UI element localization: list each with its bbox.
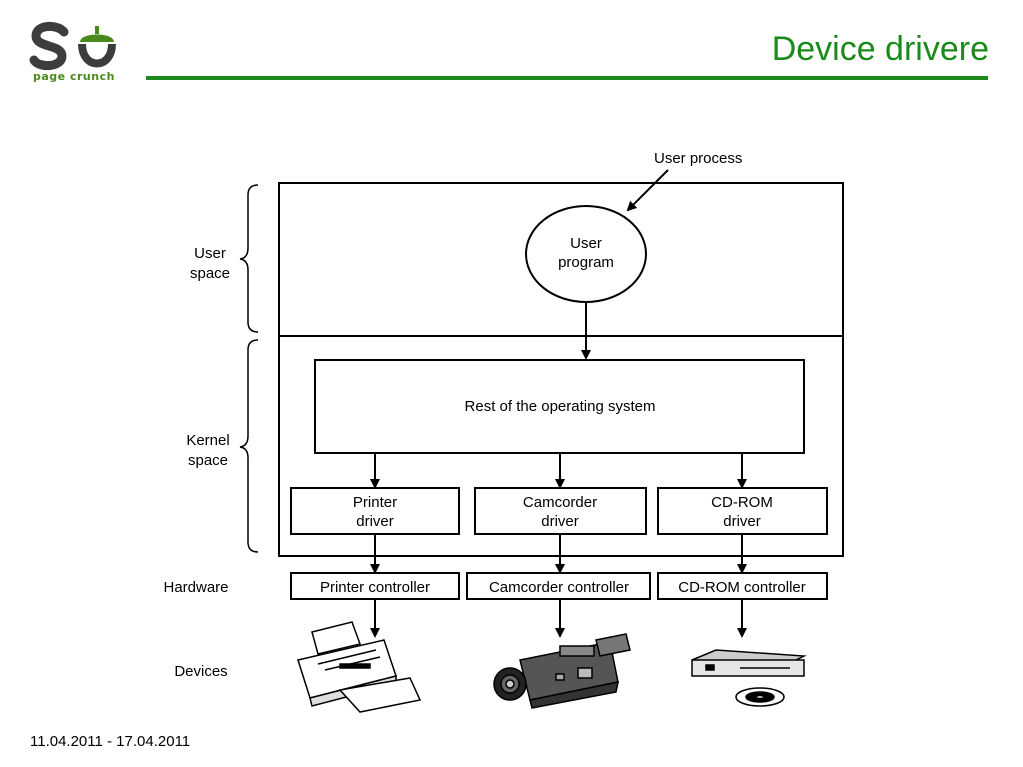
- kernel-space-label-line2: space: [188, 452, 228, 469]
- rest-of-os-box: [314, 359, 805, 454]
- footer-date-range: 11.04.2011 - 17.04.2011: [30, 733, 191, 750]
- user-process-label: User process: [654, 150, 742, 167]
- printer-controller-box: [290, 572, 460, 600]
- kernel-space-brace: [239, 339, 259, 553]
- cdrom-driver-box: [657, 487, 828, 535]
- cdrom-drive-icon: [691, 649, 807, 707]
- cdrom-controller-label: CD-ROM controller: [678, 579, 806, 596]
- rest-of-os-label: Rest of the operating system: [465, 398, 656, 415]
- user-program-line1: User: [570, 235, 602, 252]
- page-title: Device drivere: [771, 30, 989, 68]
- title-divider: [146, 76, 988, 80]
- pagecrunch-logo: [29, 22, 116, 70]
- camcorder-controller-box: [466, 572, 651, 600]
- camcorder-controller-label: Camcorder controller: [489, 579, 629, 596]
- user-process-arrow: [626, 169, 669, 212]
- printer-controller-label: Printer controller: [320, 579, 430, 596]
- camcorder-driver-box: [474, 487, 647, 535]
- user-space-brace: [239, 184, 259, 333]
- camcorder-driver-line1: Camcorder: [523, 494, 597, 511]
- printer-driver-line1: Printer: [353, 494, 397, 511]
- cdrom-driver-line1: CD-ROM: [711, 494, 773, 511]
- kernel-space-label-line1: Kernel: [186, 432, 229, 449]
- printer-driver-line2: driver: [356, 513, 394, 530]
- logo-tagline: page crunch: [33, 70, 115, 83]
- cdrom-controller-box: [657, 572, 828, 600]
- devices-label: Devices: [174, 663, 227, 680]
- camcorder-icon: [493, 633, 631, 709]
- camcorder-driver-line2: driver: [541, 513, 579, 530]
- printer-icon: [297, 621, 422, 713]
- user-program-line2: program: [558, 254, 614, 271]
- user-space-label-line2: space: [190, 265, 230, 282]
- user-space-label-line1: User: [194, 245, 226, 262]
- cdrom-driver-line2: driver: [723, 513, 761, 530]
- printer-driver-box: [290, 487, 460, 535]
- hardware-label: Hardware: [163, 579, 228, 596]
